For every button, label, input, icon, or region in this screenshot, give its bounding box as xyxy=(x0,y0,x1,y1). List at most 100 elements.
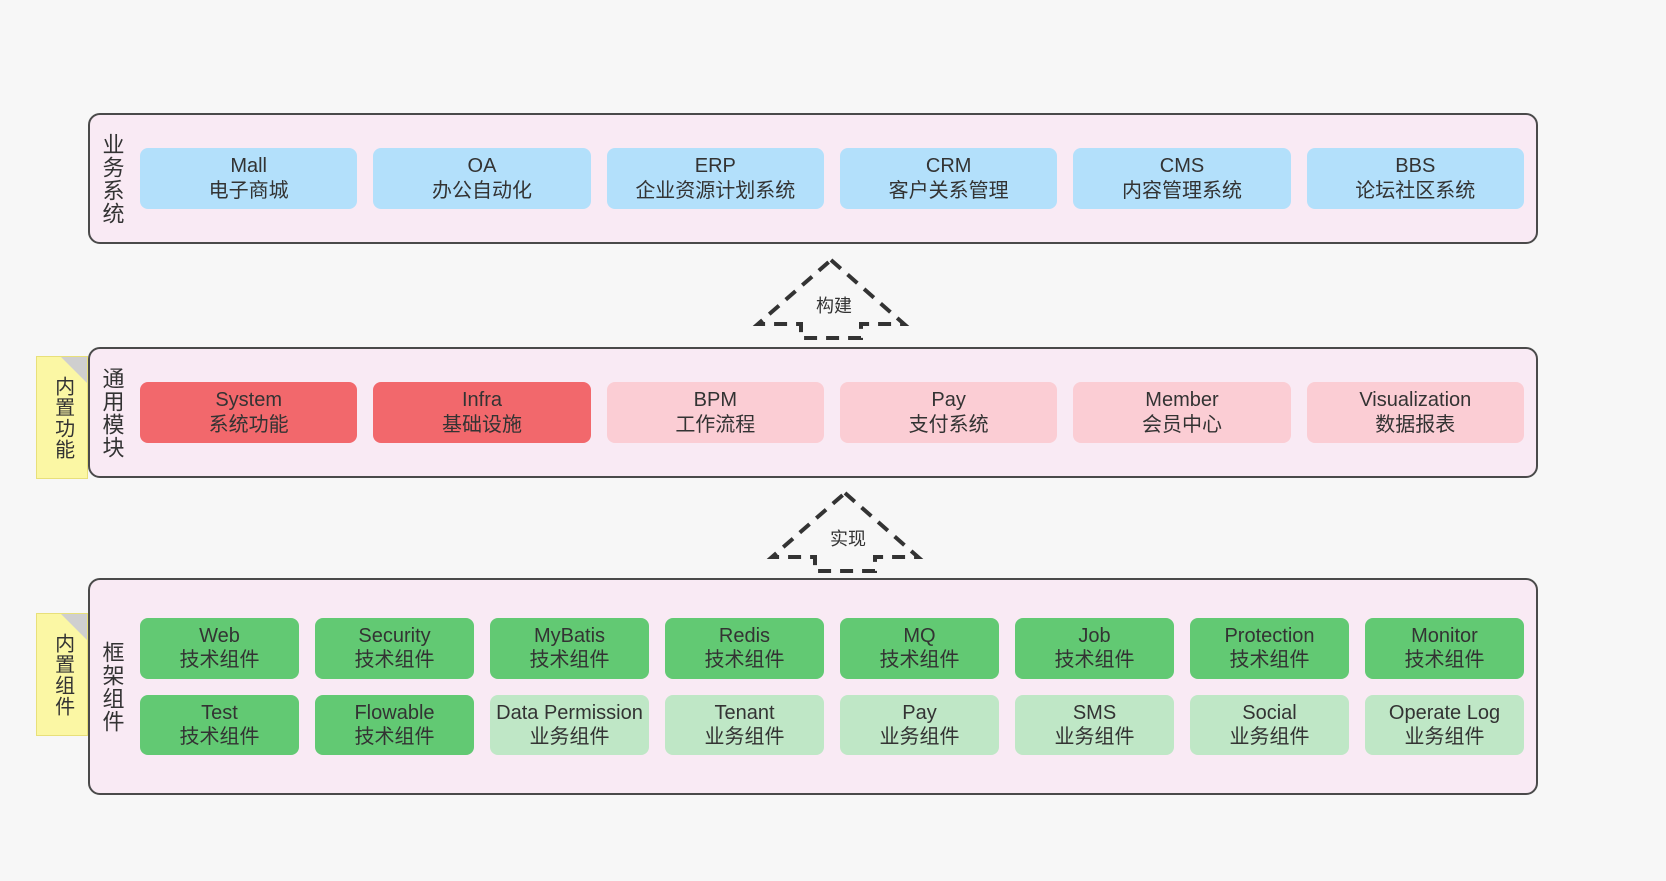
module-card-erp[interactable]: ERP 企业资源计划系统 xyxy=(606,148,824,209)
module-card-title: Visualization xyxy=(1359,389,1472,412)
module-card-title: Infra xyxy=(461,389,502,412)
module-card-title: BPM xyxy=(693,389,737,412)
module-card-subtitle: 业务组件 xyxy=(529,725,610,748)
sticky-note-label: 内置组件 xyxy=(51,632,74,717)
module-card-title: Test xyxy=(201,701,238,724)
module-card-bpm[interactable]: BPM 工作流程 xyxy=(606,382,824,443)
module-card-title: ERP xyxy=(694,155,736,178)
module-card-title: CMS xyxy=(1159,155,1205,178)
layer-row: System 系统功能 Infra 基础设施 BPM 工作流程 Pay 支付系统… xyxy=(140,382,1524,443)
module-card-job[interactable]: Job 技术组件 xyxy=(1015,617,1174,679)
module-card-subtitle: 业务组件 xyxy=(1054,725,1135,748)
module-card-subtitle: 会员中心 xyxy=(1141,413,1222,436)
module-card-subtitle: 基础设施 xyxy=(441,413,522,436)
connector-implement-label: 实现 xyxy=(827,525,869,551)
layer-row: Mall 电子商城 OA 办公自动化 ERP 企业资源计划系统 CRM 客户关系… xyxy=(140,148,1524,209)
module-card-subtitle: 论坛社区系统 xyxy=(1355,179,1476,202)
connector-build-arrow xyxy=(752,257,910,340)
module-card-title: Mall xyxy=(230,155,267,178)
module-card-sms[interactable]: SMS 业务组件 xyxy=(1015,694,1174,756)
layer-common-module: 通用模块 System 系统功能 Infra 基础设施 BPM 工作流程 Pay… xyxy=(88,347,1538,478)
module-card-subtitle: 客户关系管理 xyxy=(888,179,1009,202)
module-card-subtitle: 业务组件 xyxy=(1229,725,1310,748)
module-card-cms[interactable]: CMS 内容管理系统 xyxy=(1073,148,1291,209)
module-card-subtitle: 技术组件 xyxy=(1404,649,1485,672)
module-card-title: Data Permission xyxy=(496,701,643,724)
module-card-title: System xyxy=(215,389,282,412)
page-fold-icon xyxy=(61,614,87,640)
module-card-subtitle: 办公自动化 xyxy=(431,179,532,202)
module-card-title: Pay xyxy=(931,389,966,412)
connector-build-label: 构建 xyxy=(813,292,855,318)
module-card-tenant[interactable]: Tenant 业务组件 xyxy=(665,694,824,756)
module-card-system[interactable]: System 系统功能 xyxy=(140,382,358,443)
module-card-redis[interactable]: Redis 技术组件 xyxy=(665,617,824,679)
module-card-title: BBS xyxy=(1395,155,1436,178)
module-card-web[interactable]: Web 技术组件 xyxy=(140,617,299,679)
module-card-social[interactable]: Social 业务组件 xyxy=(1190,694,1349,756)
module-card-member[interactable]: Member 会员中心 xyxy=(1073,382,1291,443)
module-card-title: CRM xyxy=(925,155,972,178)
module-card-flowable[interactable]: Flowable 技术组件 xyxy=(315,694,474,756)
module-card-title: Social xyxy=(1242,701,1297,724)
module-card-visualization[interactable]: Visualization 数据报表 xyxy=(1306,382,1524,443)
sticky-note-builtin-feature: 内置功能 xyxy=(36,356,88,479)
layer-title-business-system: 业务系统 xyxy=(99,132,125,225)
module-card-subtitle: 技术组件 xyxy=(704,649,785,672)
module-card-subtitle: 业务组件 xyxy=(1404,725,1485,748)
module-card-protection[interactable]: Protection 技术组件 xyxy=(1190,617,1349,679)
layer-body-framework-component: Web 技术组件 Security 技术组件 MyBatis 技术组件 Redi… xyxy=(134,580,1536,793)
module-card-subtitle: 业务组件 xyxy=(879,725,960,748)
module-card-monitor[interactable]: Monitor 技术组件 xyxy=(1365,617,1524,679)
layer-body-business-system: Mall 电子商城 OA 办公自动化 ERP 企业资源计划系统 CRM 客户关系… xyxy=(134,115,1536,242)
module-card-subtitle: 电子商城 xyxy=(208,179,289,202)
module-card-title: MQ xyxy=(903,624,936,647)
module-card-infra[interactable]: Infra 基础设施 xyxy=(373,382,591,443)
module-card-title: Job xyxy=(1078,624,1111,647)
module-card-subtitle: 业务组件 xyxy=(704,725,785,748)
module-card-security[interactable]: Security 技术组件 xyxy=(315,617,474,679)
module-card-subtitle: 工作流程 xyxy=(675,413,756,436)
module-card-mybatis[interactable]: MyBatis 技术组件 xyxy=(490,617,649,679)
module-card-title: Flowable xyxy=(354,701,435,724)
connector-build: 构建 xyxy=(752,257,910,340)
module-card-crm[interactable]: CRM 客户关系管理 xyxy=(839,148,1058,209)
module-card-title: SMS xyxy=(1072,701,1117,724)
module-card-mq[interactable]: MQ 技术组件 xyxy=(840,617,999,679)
module-card-data-permission[interactable]: Data Permission 业务组件 xyxy=(490,694,649,756)
module-card-subtitle: 系统功能 xyxy=(208,413,289,436)
module-card-title: Monitor xyxy=(1411,624,1478,647)
sticky-note-builtin-component: 内置组件 xyxy=(36,613,88,736)
module-card-pay-business[interactable]: Pay 业务组件 xyxy=(840,694,999,756)
sticky-note-label: 内置功能 xyxy=(51,375,74,460)
module-card-title: Operate Log xyxy=(1388,701,1501,724)
module-card-subtitle: 技术组件 xyxy=(354,725,435,748)
module-card-subtitle: 技术组件 xyxy=(529,649,610,672)
module-card-title: Redis xyxy=(718,624,771,647)
page-fold-icon xyxy=(61,357,87,383)
module-card-title: Protection xyxy=(1224,624,1315,647)
module-card-pay[interactable]: Pay 支付系统 xyxy=(839,382,1058,443)
connector-implement: 实现 xyxy=(766,490,924,573)
module-card-bbs[interactable]: BBS 论坛社区系统 xyxy=(1306,148,1524,209)
layer-title-framework-component: 框架组件 xyxy=(99,640,125,733)
module-card-subtitle: 技术组件 xyxy=(879,649,960,672)
module-card-subtitle: 技术组件 xyxy=(354,649,435,672)
module-card-subtitle: 技术组件 xyxy=(179,649,260,672)
module-card-test[interactable]: Test 技术组件 xyxy=(140,694,299,756)
module-card-subtitle: 支付系统 xyxy=(908,413,989,436)
layer-body-common-module: System 系统功能 Infra 基础设施 BPM 工作流程 Pay 支付系统… xyxy=(134,349,1536,476)
module-card-subtitle: 技术组件 xyxy=(1054,649,1135,672)
module-card-oa[interactable]: OA 办公自动化 xyxy=(373,148,591,209)
module-card-title: Web xyxy=(199,624,240,647)
module-card-title: MyBatis xyxy=(533,624,606,647)
module-card-mall[interactable]: Mall 电子商城 xyxy=(140,148,358,209)
module-card-subtitle: 技术组件 xyxy=(179,725,260,748)
module-card-title: OA xyxy=(467,155,497,178)
module-card-subtitle: 企业资源计划系统 xyxy=(635,179,796,202)
layer-row: Test 技术组件 Flowable 技术组件 Data Permission … xyxy=(140,694,1524,756)
module-card-operate-log[interactable]: Operate Log 业务组件 xyxy=(1365,694,1524,756)
module-card-title: Tenant xyxy=(714,701,775,724)
layer-framework-component: 框架组件 Web 技术组件 Security 技术组件 MyBatis 技术组件… xyxy=(88,578,1538,795)
